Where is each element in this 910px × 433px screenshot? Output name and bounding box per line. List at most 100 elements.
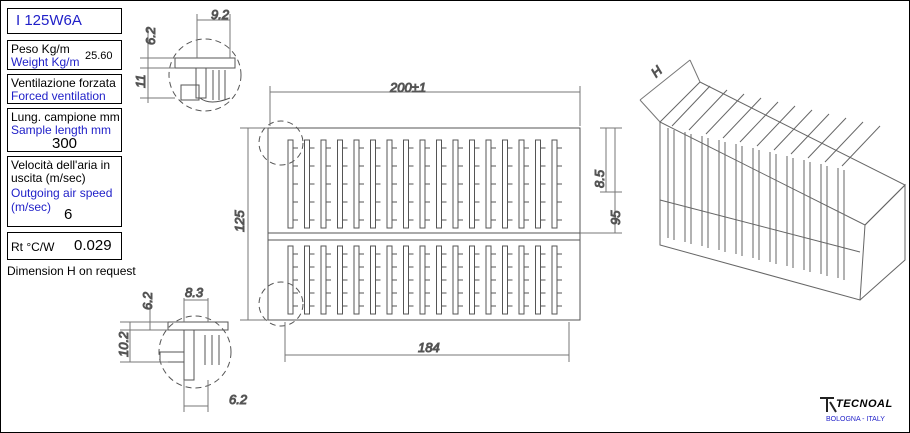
- fin: [551, 245, 558, 315]
- dim-iso-h: H: [648, 62, 665, 80]
- logo-city: BOLOGNA - ITALY: [826, 416, 885, 423]
- iso-fin-top: [841, 125, 881, 167]
- dim-bottom-detail-h2: 10.2: [116, 331, 131, 357]
- fin: [436, 245, 442, 315]
- fin: [353, 139, 360, 229]
- iso-fin: [701, 136, 709, 248]
- fin: [452, 139, 459, 229]
- fin: [485, 245, 492, 315]
- top-detail-view: [140, 14, 242, 112]
- fin: [535, 139, 541, 229]
- fin: [518, 139, 525, 229]
- fin: [386, 139, 393, 229]
- iso-fin: [769, 152, 777, 264]
- iso-fin-top: [824, 121, 864, 163]
- fin: [370, 245, 376, 315]
- sample-length-box: Lung. campione mm Sample length mm 300: [7, 108, 122, 152]
- fin: [502, 245, 508, 315]
- fin: [403, 139, 409, 229]
- fin: [337, 245, 343, 315]
- ventilation-box: Ventilazione forzata Forced ventilation: [7, 74, 122, 104]
- tecnoal-logo-mark: [820, 397, 837, 413]
- sample-length-value: 300: [52, 135, 78, 152]
- iso-fins: [667, 85, 881, 280]
- iso-fin-top: [773, 109, 813, 151]
- fin: [535, 245, 541, 315]
- sample-length-label-en: Sample length mm: [11, 123, 112, 137]
- dim-top-detail-h1: 6.2: [143, 26, 158, 45]
- dim-base-width: 184: [418, 340, 440, 355]
- iso-fin-top: [756, 105, 796, 147]
- iso-fin: [667, 128, 675, 240]
- iso-fin: [718, 140, 726, 252]
- weight-value: 25.60: [85, 50, 113, 62]
- iso-fin: [735, 144, 743, 256]
- dim-bottom-detail-h1: 6.2: [140, 291, 155, 310]
- dim-width-total: 200±1: [389, 80, 426, 95]
- iso-fin: [752, 148, 760, 260]
- fin: [353, 245, 360, 315]
- fins-top: [287, 139, 562, 229]
- fin: [370, 139, 376, 229]
- weight-label-it: Peso Kg/m: [11, 42, 70, 56]
- sample-length-label-it: Lung. campione mm: [11, 110, 120, 124]
- bottom-detail-view: [120, 298, 232, 412]
- fin: [551, 139, 558, 229]
- fin: [320, 139, 327, 229]
- iso-fin-top: [790, 113, 830, 155]
- air-speed-label-en-1: Outgoing air speed: [11, 186, 113, 200]
- fin: [403, 245, 409, 315]
- iso-fin: [837, 168, 845, 280]
- ventilation-label-en: Forced ventilation: [11, 89, 106, 103]
- fin: [287, 245, 294, 315]
- iso-fin: [786, 156, 794, 268]
- fin: [469, 245, 475, 315]
- fin: [386, 245, 393, 315]
- fin: [469, 139, 475, 229]
- dim-right-upper: 8.5: [592, 169, 607, 188]
- fin: [419, 139, 426, 229]
- rt-value: 0.029: [74, 237, 112, 254]
- iso-fin: [803, 160, 811, 272]
- weight-box: Peso Kg/m Weight Kg/m 25.60: [7, 40, 122, 70]
- iso-fin-top: [705, 93, 745, 135]
- fin: [518, 245, 525, 315]
- rt-label: Rt °C/W: [11, 240, 55, 254]
- air-speed-label-en-2: (m/sec): [11, 200, 51, 214]
- dim-bottom-detail-width: 8.3: [185, 285, 204, 300]
- dim-right-lower: 95: [608, 210, 623, 225]
- fin: [287, 139, 294, 229]
- iso-fin-top: [807, 117, 847, 159]
- fins-bottom: [287, 245, 562, 315]
- air-speed-box: Velocità dell'aria in uscita (m/sec) Out…: [7, 156, 122, 227]
- dimension-note: Dimension H on request: [7, 264, 136, 278]
- fin: [304, 245, 310, 315]
- iso-fin-top: [722, 97, 762, 139]
- rt-box: Rt °C/W 0.029: [7, 232, 122, 260]
- fin: [485, 139, 492, 229]
- fin: [304, 139, 310, 229]
- fin: [419, 245, 426, 315]
- weight-label-en: Weight Kg/m: [11, 55, 80, 69]
- iso-fin-top: [739, 101, 779, 143]
- profile-code: I 125W6A: [16, 12, 82, 29]
- code-box: I 125W6A: [7, 8, 122, 34]
- main-section-view: [240, 86, 622, 362]
- iso-fin-top: [688, 89, 728, 131]
- fin: [436, 139, 442, 229]
- dim-top-detail-width: 9.2: [211, 7, 230, 22]
- logo-brand: TECNOAL: [836, 398, 893, 410]
- isometric-view: [639, 59, 906, 301]
- fin: [337, 139, 343, 229]
- fin: [502, 139, 508, 229]
- iso-fin-top: [671, 85, 711, 127]
- air-speed-value: 6: [64, 206, 73, 223]
- iso-fin: [820, 164, 828, 276]
- iso-fin: [684, 132, 692, 244]
- fin: [320, 245, 327, 315]
- ventilation-label-it: Ventilazione forzata: [11, 76, 116, 90]
- dim-top-detail-h2: 11: [133, 75, 148, 89]
- tecnoal-logo: TECNOAL BOLOGNA - ITALY: [818, 394, 904, 428]
- air-speed-label-it-2: uscita (m/sec): [11, 171, 86, 185]
